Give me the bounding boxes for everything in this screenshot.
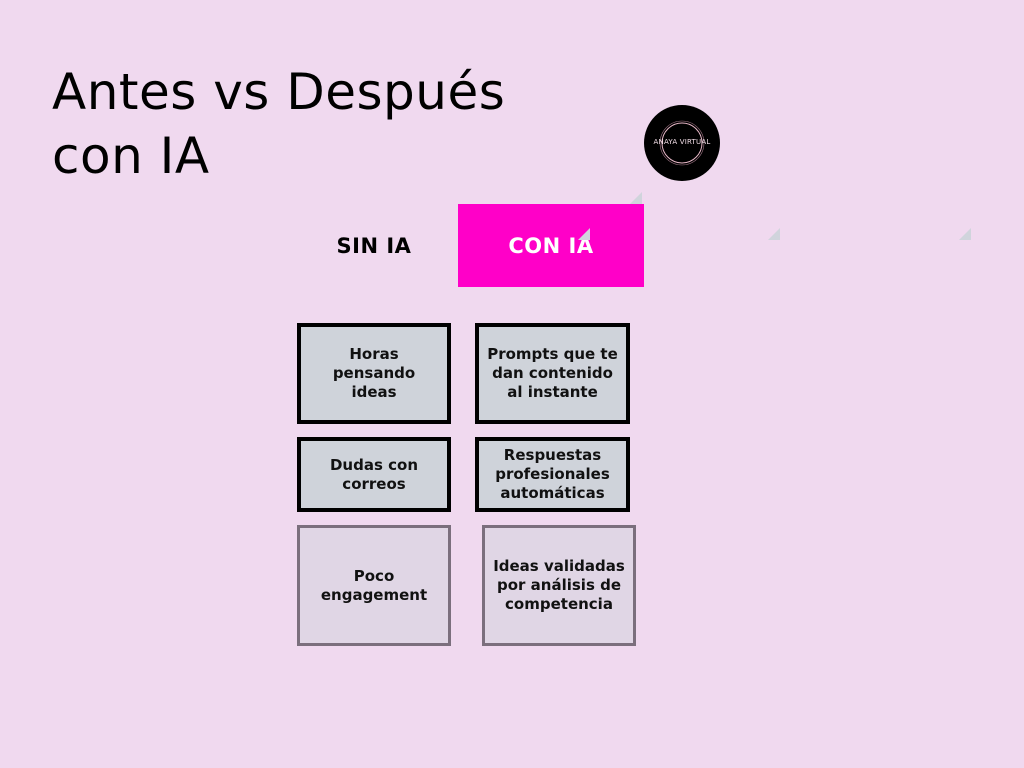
title-line-2: con IA: [52, 127, 210, 185]
logo-text: ANAYA VIRTUAL: [653, 138, 711, 146]
column-header-sin-ia: SIN IA: [336, 233, 412, 258]
card-without-ai: Dudas con correos: [297, 437, 451, 512]
decorative-triangle: [630, 192, 642, 204]
card-with-ai: Prompts que te dan contenido al instante: [475, 323, 630, 424]
page-title: Antes vs Después con IA: [52, 60, 505, 188]
card-with-ai: Ideas validadas por análisis de competen…: [482, 525, 636, 646]
card-with-ai: Respuestas profesionales automáticas: [475, 437, 630, 512]
decorative-triangle: [578, 228, 590, 240]
logo-ring-icon: [659, 120, 705, 166]
decorative-triangle: [959, 228, 971, 240]
card-without-ai: Horas pensando ideas: [297, 323, 451, 424]
brand-logo: ANAYA VIRTUAL: [644, 105, 720, 181]
decorative-triangle: [768, 228, 780, 240]
title-line-1: Antes vs Después: [52, 63, 506, 121]
card-without-ai: Poco engagement: [297, 525, 451, 646]
column-header-con-ia: CON IA: [458, 204, 644, 287]
